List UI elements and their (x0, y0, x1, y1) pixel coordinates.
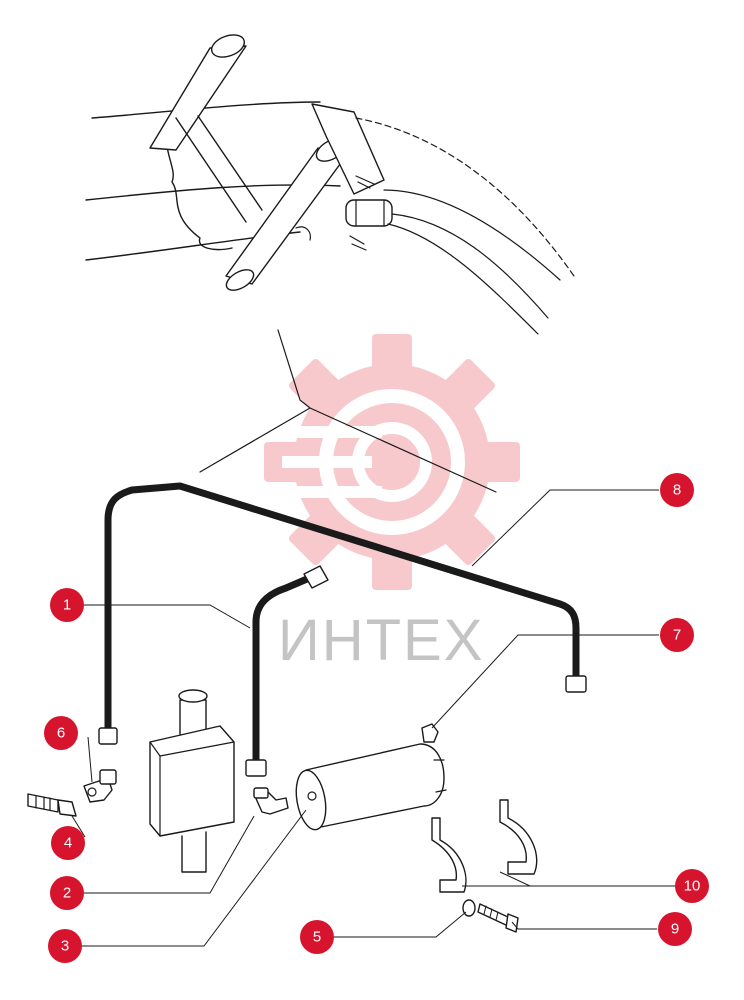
callout-4: 4 (51, 826, 85, 860)
svg-text:2: 2 (63, 885, 71, 902)
callout-7: 7 (660, 618, 694, 652)
projection-lines (199, 329, 497, 493)
svg-text:4: 4 (64, 835, 72, 852)
watermark: ИНТЕХ (264, 334, 520, 673)
assembly-overview (85, 34, 575, 335)
callout-9: 9 (658, 912, 692, 946)
connector-4 (27, 793, 77, 817)
callouts: 1 2 3 4 5 6 7 8 9 10 (44, 473, 709, 963)
svg-text:1: 1 (63, 597, 71, 614)
svg-text:9: 9 (671, 921, 679, 938)
callout-5: 5 (300, 920, 334, 954)
svg-text:6: 6 (57, 725, 65, 742)
callout-10: 10 (675, 869, 709, 903)
watermark-text: ИНТЕХ (278, 608, 484, 673)
watermark-gear-icon (264, 334, 520, 590)
leader-lines (71, 489, 675, 947)
callout-2: 2 (50, 876, 84, 910)
clamps-10 (431, 799, 538, 893)
svg-text:7: 7 (673, 627, 681, 644)
svg-text:5: 5 (313, 929, 321, 946)
svg-text:8: 8 (673, 482, 681, 499)
nut-7 (421, 723, 439, 743)
svg-text:10: 10 (684, 878, 701, 895)
pipe-8 (98, 482, 587, 745)
pipe-1 (245, 565, 329, 777)
callout-3: 3 (48, 929, 82, 963)
callout-1: 1 (50, 588, 84, 622)
receiver-dryer-3 (295, 743, 447, 831)
valve-block (149, 689, 235, 873)
fitting-2 (253, 787, 289, 815)
bolt-9 (477, 903, 519, 933)
svg-text:3: 3 (61, 938, 69, 955)
fitting-6 (83, 769, 117, 803)
callout-8: 8 (660, 473, 694, 507)
callout-6: 6 (44, 716, 78, 750)
